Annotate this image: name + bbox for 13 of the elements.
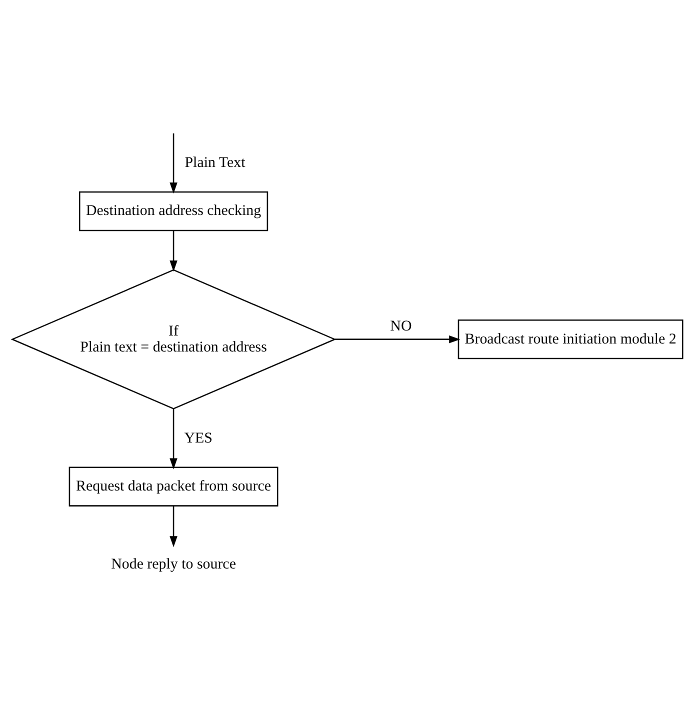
edge-label: YES — [184, 430, 212, 446]
node-diamond: If Plain text = destination address — [10, 268, 336, 409]
node-box: Broadcast route initiation module 2 — [458, 318, 684, 359]
node-box: Destination address checking — [78, 190, 268, 231]
node-box: Request data packet from source — [68, 466, 278, 506]
edge-label: Plain Text — [184, 154, 246, 171]
arrow — [170, 230, 178, 272]
arrow — [170, 506, 178, 547]
arrow — [170, 408, 178, 469]
edge-label: NO — [390, 318, 412, 334]
node-text: Node reply to source — [111, 556, 236, 572]
arrow — [334, 334, 460, 343]
arrow — [170, 132, 178, 194]
